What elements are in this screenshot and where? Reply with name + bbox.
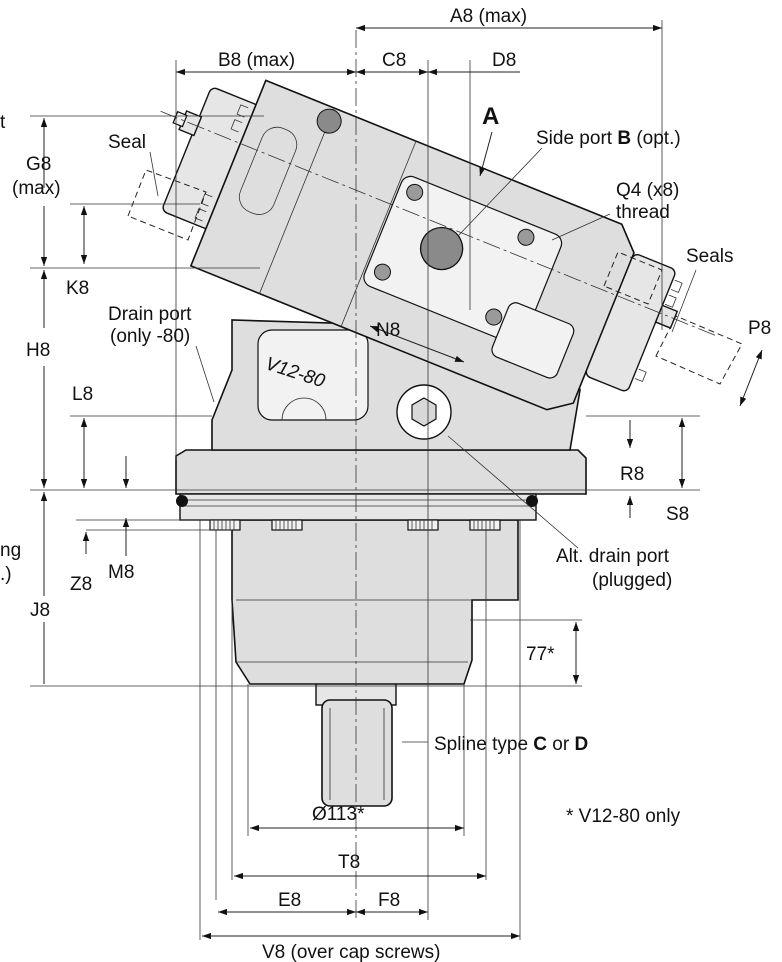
tilted-housing: [160, 79, 718, 411]
label-n8: N8: [376, 320, 400, 341]
label-drain-line1: Drain port: [108, 304, 192, 325]
label-edge-ng: ng: [0, 540, 21, 561]
label-z8: Z8: [70, 574, 92, 595]
label-h8: H8: [26, 340, 50, 361]
side-port-face: [363, 175, 563, 345]
label-p8: P8: [748, 318, 771, 339]
label-g8-line1: G8: [26, 154, 51, 175]
label-seal: Seal: [108, 132, 146, 153]
side-port-b: [419, 226, 464, 271]
label-side-port: Side port B (opt.): [536, 128, 681, 149]
name-plate: [257, 329, 369, 421]
label-77: 77*: [526, 644, 555, 665]
label-g8-line2: (max): [12, 178, 61, 199]
label-d113: Ø113*: [312, 804, 365, 825]
label-q4-line1: Q4 (x8): [616, 180, 679, 201]
label-f8: F8: [378, 890, 400, 911]
o-ring-left: [176, 495, 188, 507]
leader-lines: [149, 131, 697, 743]
label-s8: S8: [666, 504, 689, 525]
label-seals: Seals: [686, 246, 734, 267]
o-ring-right: [526, 495, 538, 507]
label-alt-drain-line1: Alt. drain port: [556, 546, 670, 567]
label-alt-drain-line2: (plugged): [592, 570, 672, 591]
label-b8: B8 (max): [218, 50, 295, 71]
label-a8: A8 (max): [450, 6, 527, 27]
label-e8: E8: [278, 890, 301, 911]
label-d8: D8: [492, 50, 516, 71]
centre-lines: [175, 20, 663, 920]
output-shaft: [315, 682, 397, 807]
label-j8: J8: [30, 600, 50, 621]
label-t8: T8: [338, 852, 360, 873]
label-footnote: * V12-80 only: [566, 806, 681, 827]
label-q4-line2: thread: [616, 202, 670, 223]
mounting-flange: [175, 449, 587, 521]
label-edge-paren: .): [0, 564, 12, 585]
label-v8: V8 (over cap screws): [262, 942, 440, 962]
cap-screws: [209, 519, 501, 531]
label-l8: L8: [72, 384, 93, 405]
label-r8: R8: [620, 464, 644, 485]
label-c8: C8: [382, 50, 406, 71]
label-k8: K8: [66, 278, 89, 299]
dimension-lines: [30, 24, 763, 940]
lower-housing: [231, 519, 519, 685]
label-drain-line2: (only -80): [110, 326, 190, 347]
label-m8: M8: [108, 562, 134, 583]
label-edge-t: t: [0, 112, 6, 133]
label-spline: Spline type C or D: [434, 734, 588, 755]
label-view-a: A: [482, 103, 499, 130]
